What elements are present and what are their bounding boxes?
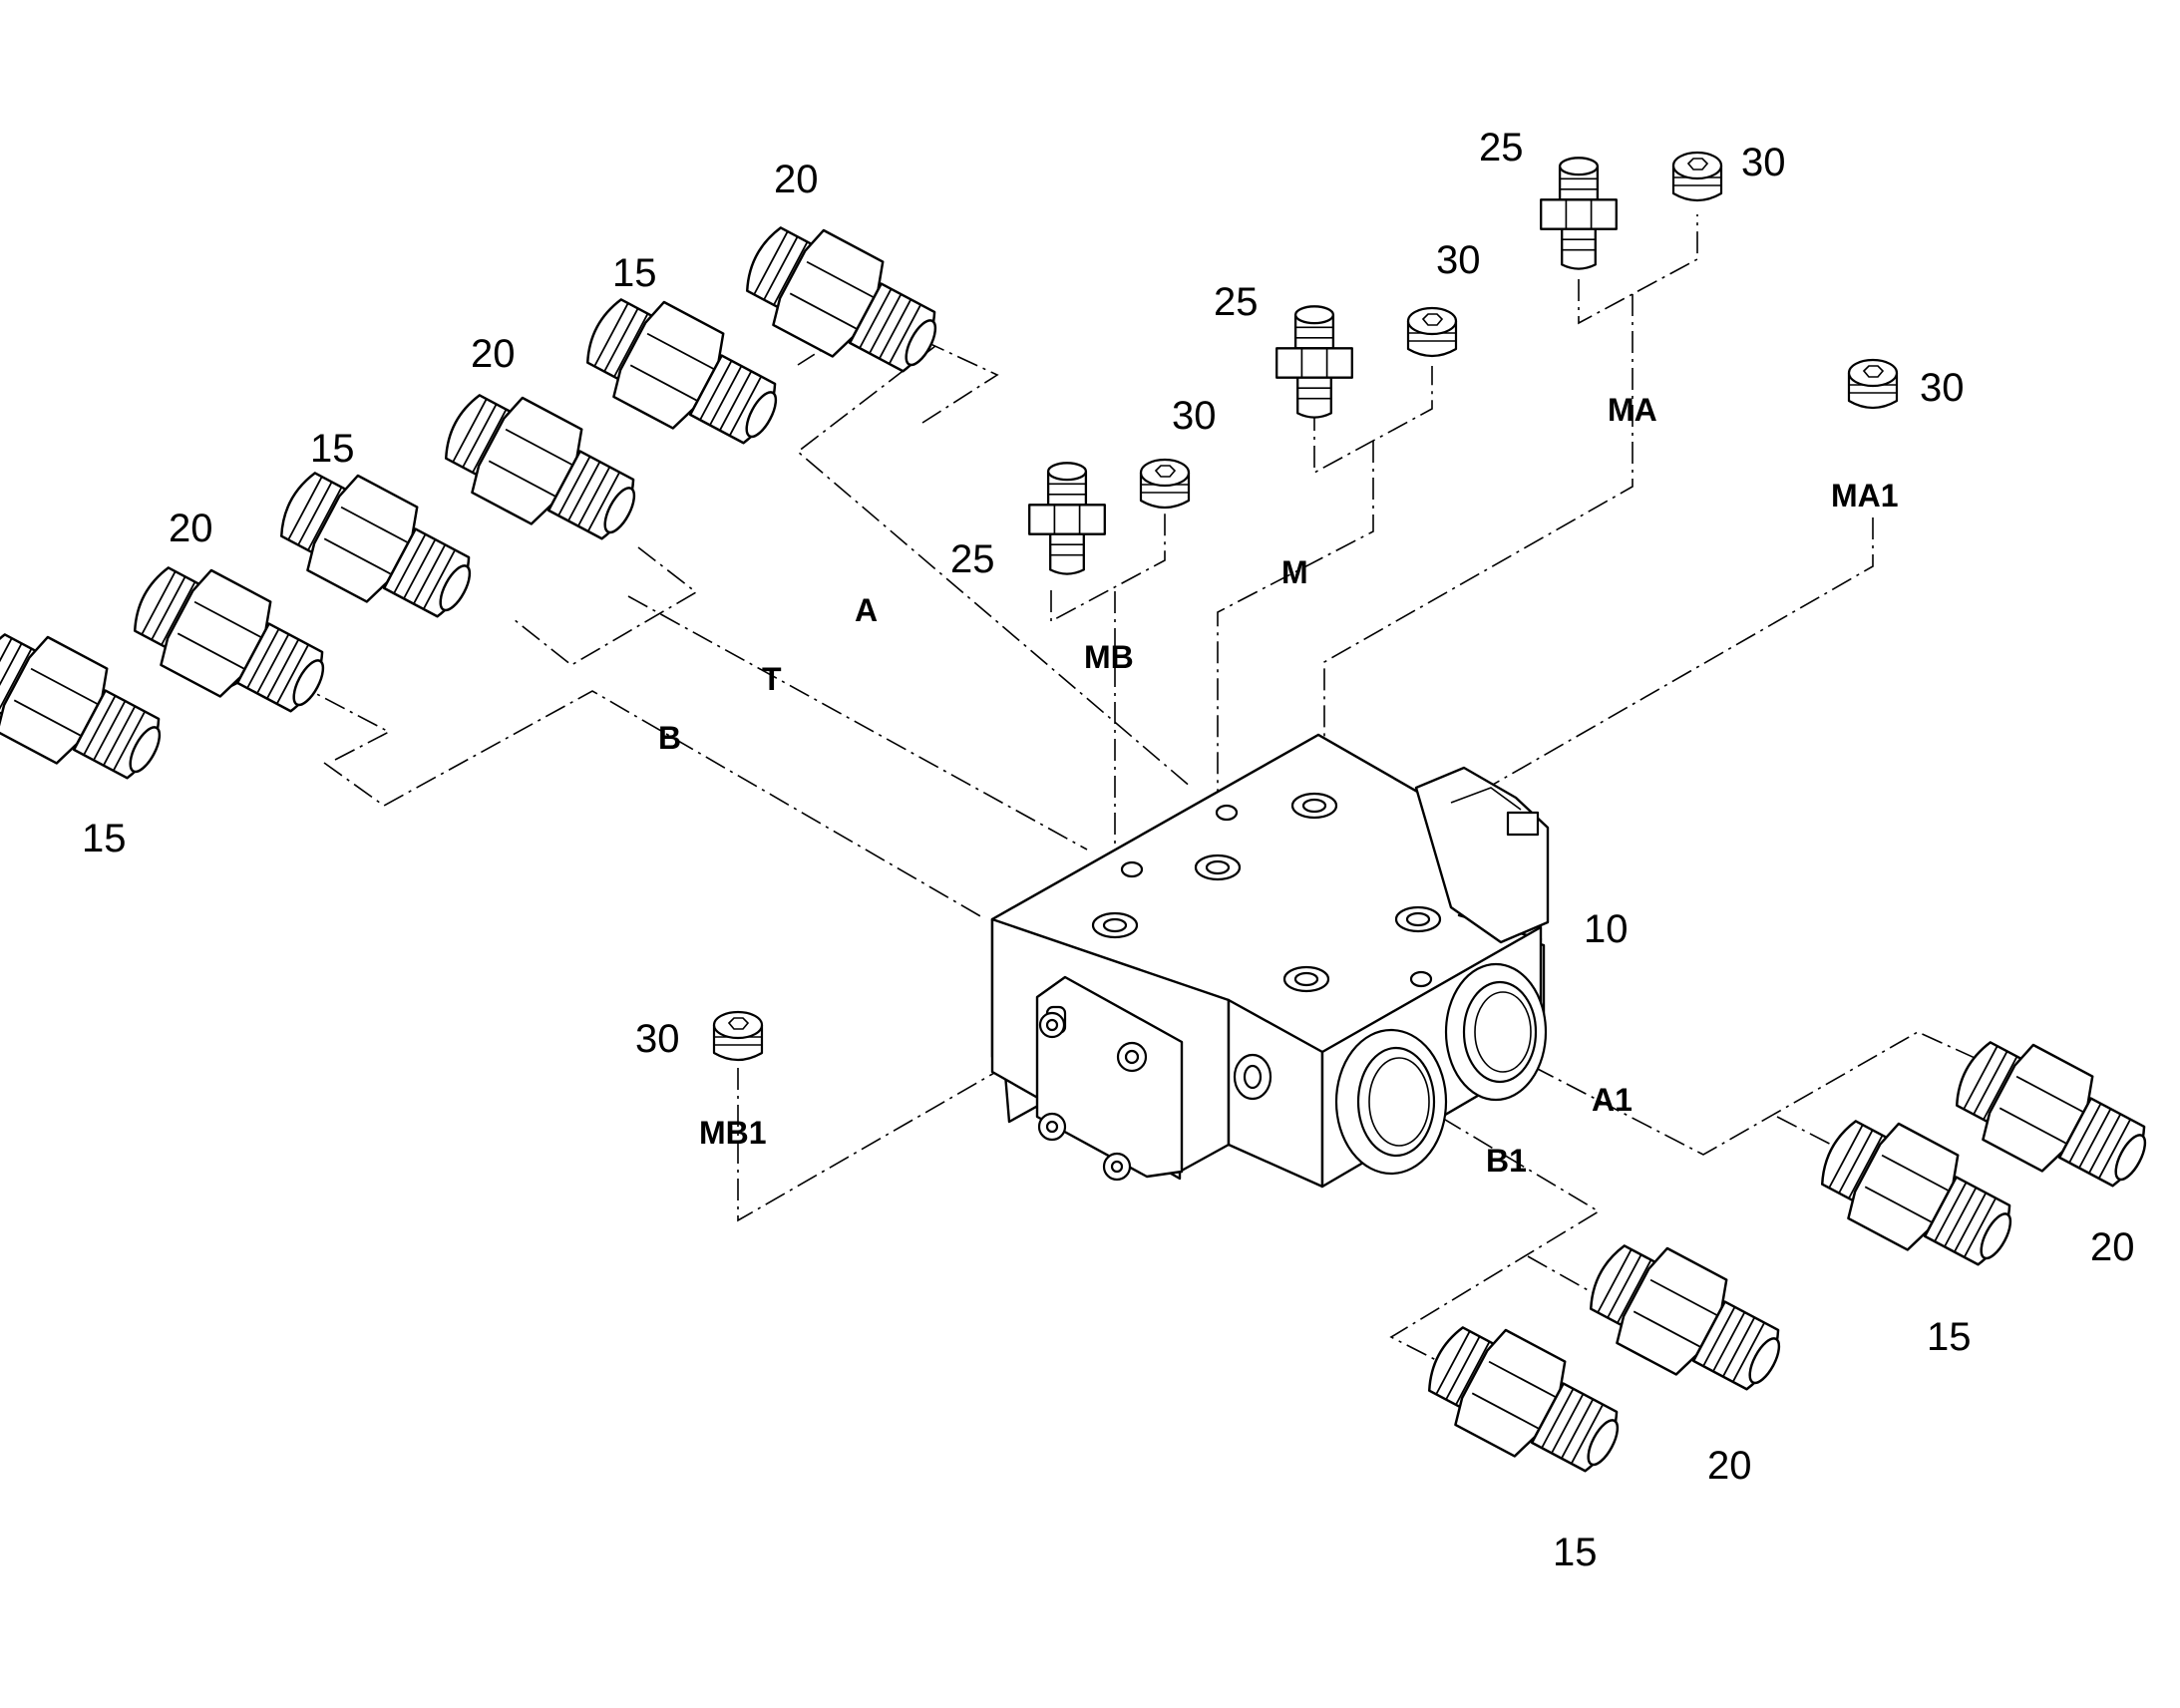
callout-plug: 30 [1172, 394, 1217, 438]
fitting-20-port-a [730, 206, 956, 397]
plug-mb [1139, 458, 1191, 510]
port-label-b1: B1 [1486, 1143, 1527, 1179]
test-fittings [1028, 157, 1618, 575]
plug-mb1 [712, 1010, 764, 1062]
port-label-a1: A1 [1592, 1082, 1633, 1118]
test-fitting-ma [1540, 157, 1618, 270]
plug-m [1406, 306, 1458, 358]
fittings-left [0, 206, 956, 804]
callout-valve-block: 10 [1584, 907, 1629, 951]
port-labels: A T B MB M MA MA1 MB1 A1 B1 [658, 392, 1899, 1179]
callout-fitting-15: 15 [612, 251, 657, 295]
port-label-b: B [658, 720, 681, 756]
fitting-20-port-b1 [1574, 1224, 1800, 1415]
callout-test-fitting: 25 [1214, 280, 1259, 324]
plug-ma [1671, 151, 1723, 202]
callout-fitting-20: 20 [774, 158, 819, 201]
callout-test-fitting: 25 [950, 537, 995, 581]
callout-fitting-15: 15 [1927, 1315, 1972, 1359]
callout-fitting-20: 20 [169, 507, 213, 550]
fitting-15-port-t [264, 452, 491, 642]
callout-plug: 30 [635, 1017, 680, 1061]
callout-plug: 30 [1920, 366, 1965, 410]
callout-fitting-15: 15 [310, 427, 355, 471]
port-label-m: M [1281, 554, 1308, 590]
fitting-15-port-b [0, 613, 181, 804]
fitting-20-port-a1 [1940, 1021, 2166, 1211]
fitting-20-port-b [118, 546, 344, 737]
port-label-t: T [762, 661, 782, 697]
callout-fitting-15: 15 [82, 817, 127, 860]
fitting-15-port-b1 [1412, 1306, 1638, 1497]
callout-plug: 30 [1436, 238, 1481, 282]
fitting-20-port-t [429, 374, 655, 564]
callout-fitting-15: 15 [1553, 1531, 1598, 1574]
test-fitting-mb [1028, 462, 1106, 575]
test-fitting-m [1275, 305, 1353, 419]
fittings-right [1412, 1021, 2166, 1497]
valve-block [990, 733, 1550, 1189]
callout-fitting-20: 20 [471, 332, 516, 376]
callout-test-fitting: 25 [1479, 126, 1524, 170]
callout-fitting-20: 20 [2090, 1225, 2135, 1269]
callout-plug: 30 [1741, 141, 1786, 184]
callout-fitting-20: 20 [1707, 1444, 1752, 1488]
port-label-mb: MB [1084, 639, 1134, 675]
port-label-ma: MA [1608, 392, 1657, 428]
item-numbers: 10 20 15 20 15 20 15 25 25 25 30 30 30 3… [82, 126, 2135, 1574]
port-label-mb1: MB1 [699, 1115, 767, 1151]
plug-ma1 [1847, 358, 1899, 410]
fitting-15-port-a [570, 278, 797, 469]
port-label-a: A [855, 592, 878, 628]
leader-lines [213, 214, 1996, 1362]
port-label-ma1: MA1 [1831, 478, 1899, 513]
